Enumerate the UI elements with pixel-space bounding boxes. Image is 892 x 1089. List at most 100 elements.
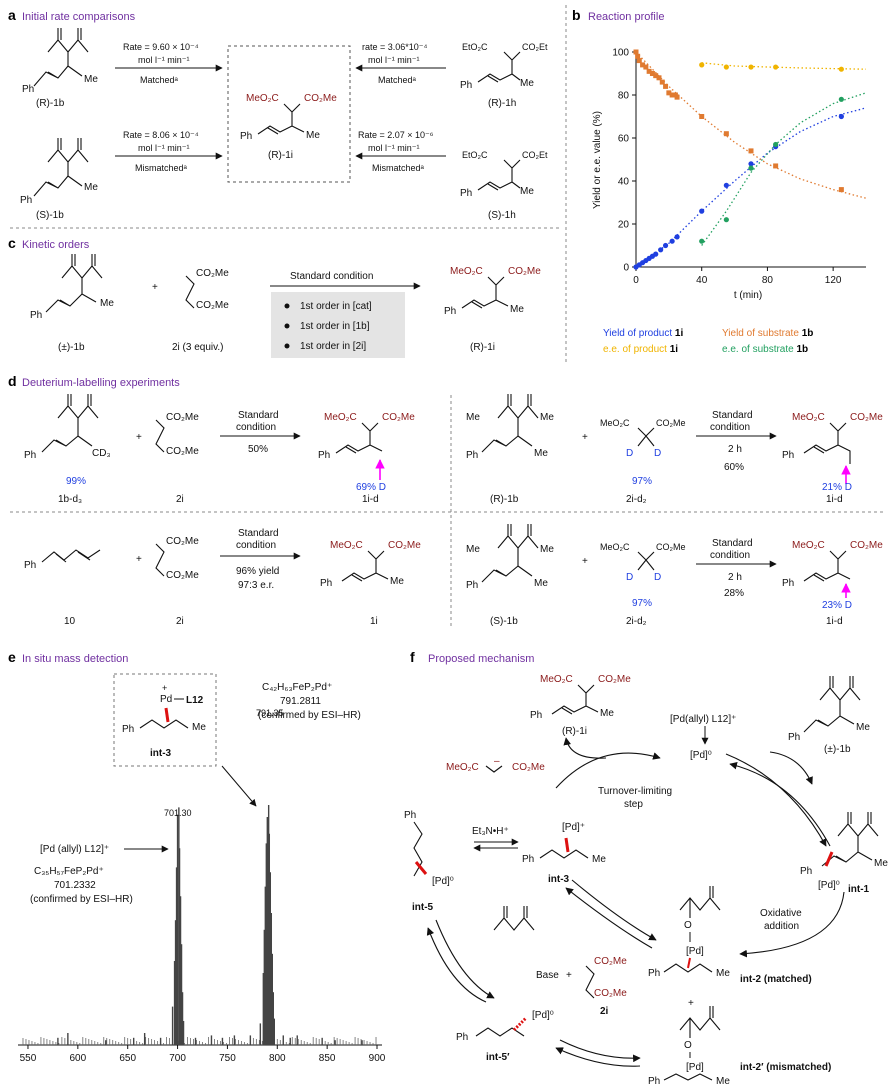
substrate-in-arrow bbox=[769, 751, 813, 785]
turnover-label-1: Turnover-limiting bbox=[598, 786, 672, 797]
svg-text:Ph: Ph bbox=[460, 188, 472, 199]
svg-text:CO₂Me: CO₂Me bbox=[166, 412, 199, 423]
svg-text:Kinetic orders: Kinetic orders bbox=[22, 239, 90, 251]
svg-text:Standard: Standard bbox=[238, 410, 279, 421]
svg-text:a: a bbox=[8, 7, 16, 23]
x-tick-label: 40 bbox=[696, 275, 708, 286]
svg-text:int-1: int-1 bbox=[848, 884, 870, 895]
product-release-arrow bbox=[563, 737, 607, 759]
ms-tick-label: 600 bbox=[69, 1053, 86, 1064]
svg-text:D: D bbox=[654, 572, 661, 583]
series-3-point bbox=[699, 238, 705, 244]
int-1-structure: Ph Me [Pd]⁰ int-1 bbox=[800, 812, 888, 895]
series-1-fit-line bbox=[701, 62, 867, 70]
svg-text:97%: 97% bbox=[632, 598, 652, 609]
series-2-point bbox=[636, 58, 642, 64]
series-2-point bbox=[674, 94, 680, 100]
svg-text:MeO₂C: MeO₂C bbox=[600, 542, 630, 552]
panel-f: MeO₂C CO₂Me Ph Me (R)-1i [Pd(allyl) L12]… bbox=[404, 674, 888, 1087]
svg-text:2i: 2i bbox=[176, 494, 184, 505]
series-2-point bbox=[635, 53, 641, 59]
ms-tick-label: 900 bbox=[369, 1053, 386, 1064]
svg-text:Ph: Ph bbox=[20, 195, 32, 206]
svg-text:f: f bbox=[410, 649, 415, 665]
order-1b: 1st order in [1b] bbox=[300, 321, 370, 332]
svg-text:CO₂Me: CO₂Me bbox=[166, 570, 199, 581]
legend-item-3: e.e. of substrate 1b bbox=[722, 344, 808, 355]
x-tick-label: 0 bbox=[633, 275, 639, 286]
svg-text:Ph: Ph bbox=[24, 450, 36, 461]
et3n-label: Et₃N•H⁺ bbox=[472, 826, 509, 837]
svg-text:Ph: Ph bbox=[30, 310, 42, 321]
svg-text:Ph: Ph bbox=[24, 560, 36, 571]
series-2-point bbox=[653, 73, 659, 79]
svg-text:Me: Me bbox=[534, 448, 548, 459]
svg-text:CO₂Me: CO₂Me bbox=[850, 540, 883, 551]
int-2-structure: O [Pd] Ph Me int-2 (matched) bbox=[648, 886, 812, 985]
ion2-note: (confirmed by ESI–HR) bbox=[258, 710, 361, 721]
svg-text:Me: Me bbox=[520, 186, 534, 197]
svg-text:e: e bbox=[8, 649, 16, 665]
series-3-point bbox=[773, 141, 779, 148]
svg-text:CO₂Me: CO₂Me bbox=[166, 536, 199, 547]
plus-int2p: + bbox=[688, 998, 694, 1009]
panel-heading-a: a Initial rate comparisons bbox=[8, 7, 136, 23]
svg-text:(S)-1b: (S)-1b bbox=[36, 210, 64, 221]
base-label: Base bbox=[536, 970, 559, 981]
structure-R-1i-c: MeO₂C CO₂Me Ph Me (R)-1i bbox=[444, 266, 541, 353]
int3-int2-arrow-a bbox=[571, 879, 657, 941]
svg-text:c: c bbox=[8, 235, 16, 251]
int-5-structure: Ph [Pd]⁰ int-5 bbox=[404, 810, 454, 913]
svg-text:Me: Me bbox=[100, 298, 114, 309]
structure-R-1b: Ph Me (R)-1b bbox=[22, 28, 98, 109]
series-2-point bbox=[659, 79, 665, 85]
svg-text:(±)-1b: (±)-1b bbox=[824, 744, 851, 755]
svg-text:int-3: int-3 bbox=[150, 748, 172, 759]
svg-text:(S)-1b: (S)-1b bbox=[490, 616, 518, 627]
ms-tick-label: 550 bbox=[20, 1053, 37, 1064]
svg-text:rate = 3.06*10⁻⁴: rate = 3.06*10⁻⁴ bbox=[362, 42, 428, 52]
kinetic-orders-box bbox=[271, 292, 405, 358]
svg-text:D: D bbox=[654, 448, 661, 459]
svg-text:Ph: Ph bbox=[460, 80, 472, 91]
svg-text:Me: Me bbox=[856, 722, 870, 733]
svg-text:Initial rate comparisons: Initial rate comparisons bbox=[22, 11, 136, 23]
mechanism-substrate-rac-1b: Ph Me (±)-1b bbox=[788, 676, 870, 755]
svg-text:+: + bbox=[582, 432, 588, 443]
series-0-point bbox=[658, 247, 664, 253]
svg-text:(R)-1b: (R)-1b bbox=[36, 98, 65, 109]
svg-text:condition: condition bbox=[710, 550, 750, 561]
series-2-point bbox=[838, 187, 844, 193]
structure-rac-1b: Ph Me (±)-1b bbox=[30, 254, 114, 353]
svg-text:Proposed mechanism: Proposed mechanism bbox=[428, 653, 534, 665]
deuterium-experiment-3: Ph 10 + CO₂Me CO₂Me 2i Standard conditio… bbox=[24, 528, 421, 627]
svg-text:CO₂Me: CO₂Me bbox=[850, 412, 883, 423]
series-layer bbox=[633, 49, 867, 270]
series-0-point bbox=[669, 238, 675, 244]
svg-text:int-3: int-3 bbox=[548, 874, 570, 885]
svg-text:Rate = 9.60 × 10⁻⁴: Rate = 9.60 × 10⁻⁴ bbox=[123, 42, 199, 52]
svg-text:Ph: Ph bbox=[800, 866, 812, 877]
svg-text:Me: Me bbox=[84, 74, 98, 85]
series-0-point bbox=[838, 113, 844, 120]
ms-tick-label: 650 bbox=[119, 1053, 136, 1064]
series-2-point bbox=[748, 148, 754, 154]
svg-text:10: 10 bbox=[64, 616, 76, 627]
svg-text:Ph: Ph bbox=[648, 1076, 660, 1087]
legend-item-2: Yield of substrate 1b bbox=[722, 328, 813, 339]
x-tick-label: 80 bbox=[762, 275, 774, 286]
structure-R-1i-center: MeO₂C CO₂Me Ph Me (R)-1i bbox=[240, 93, 337, 161]
svg-text:(R)-1b: (R)-1b bbox=[490, 494, 519, 505]
svg-text:CO₂Et: CO₂Et bbox=[522, 150, 548, 160]
svg-text:L12: L12 bbox=[186, 695, 204, 706]
series-0-point bbox=[699, 208, 705, 214]
product-box bbox=[227, 45, 351, 183]
ms-tick-label: 800 bbox=[269, 1053, 286, 1064]
svg-text:O: O bbox=[684, 920, 692, 931]
svg-text:Ph: Ph bbox=[122, 724, 134, 735]
deuterium-experiment-2: Me Me Ph Me (R)-1b + MeO₂C CO₂Me D D 97%… bbox=[466, 394, 883, 505]
svg-text:Matchedᵃ: Matchedᵃ bbox=[140, 75, 179, 85]
y-tick-label: 40 bbox=[618, 177, 630, 188]
